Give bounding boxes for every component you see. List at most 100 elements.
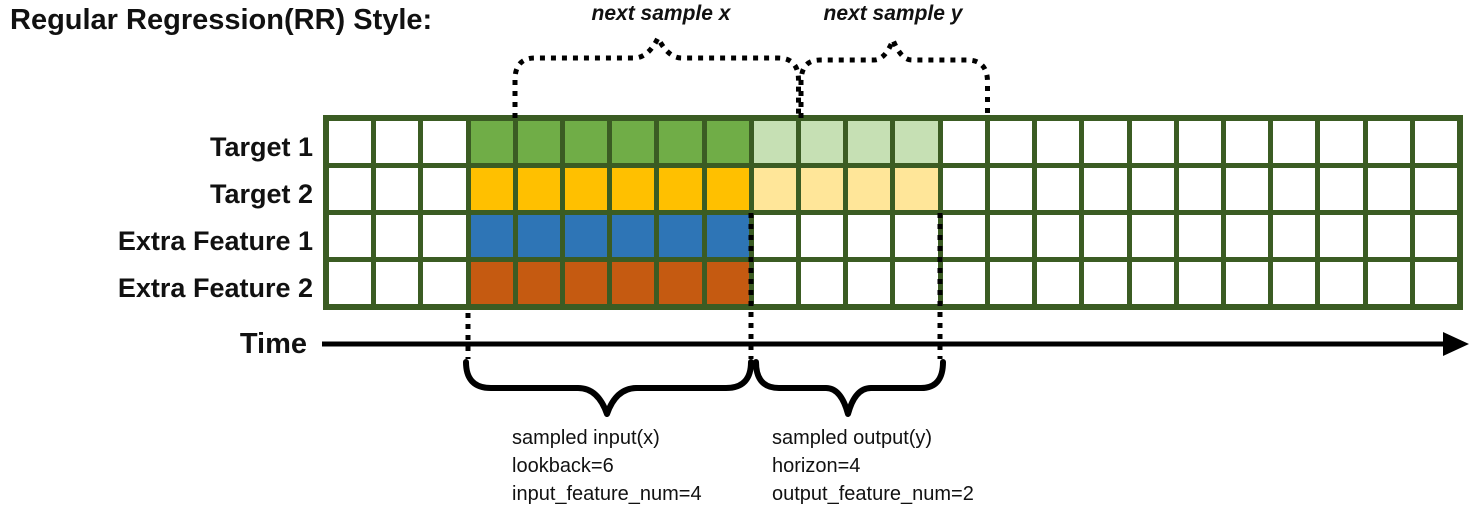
- time-arrowhead: [1443, 332, 1469, 356]
- grid-cell: [1131, 168, 1174, 210]
- row-label-extra-feature-1: Extra Feature 1: [117, 226, 313, 256]
- grid-cell: [659, 215, 702, 257]
- grid-cell: [376, 121, 419, 163]
- grid-cell: [1225, 262, 1269, 304]
- grid-cell: [895, 121, 938, 163]
- grid-cell: [376, 168, 419, 210]
- grid-cell: [1414, 121, 1457, 163]
- grid-cell: [848, 121, 891, 163]
- grid-cell: [1320, 262, 1363, 304]
- input-annotation-block: sampled input(x) lookback=6 input_featur…: [512, 424, 702, 508]
- grid-cell: [1273, 168, 1316, 210]
- grid-cell: [1273, 262, 1316, 304]
- time-axis-label: Time: [239, 328, 307, 360]
- horizon-label: horizon=4: [772, 455, 861, 477]
- grid-cell: [989, 215, 1033, 257]
- grid-cell: [612, 121, 655, 163]
- grid-cell: [423, 262, 466, 304]
- grid-cell: [1084, 215, 1127, 257]
- grid-cell: [659, 121, 702, 163]
- grid-cell: [612, 215, 655, 257]
- grid-cell: [706, 215, 749, 257]
- grid-cell: [1037, 262, 1080, 304]
- grid-cell: [801, 121, 844, 163]
- diagram-title: Regular Regression(RR) Style:: [10, 4, 433, 36]
- grid-cell: [989, 121, 1033, 163]
- grid-cell: [329, 168, 372, 210]
- grid-cell: [942, 262, 985, 304]
- grid-cell: [1084, 121, 1127, 163]
- grid-cell: [423, 168, 466, 210]
- output-annotation-block: sampled output(y) horizon=4 output_featu…: [772, 424, 974, 508]
- grid-cell: [517, 121, 561, 163]
- grid-cell: [1320, 121, 1363, 163]
- grid-cell: [753, 262, 797, 304]
- grid-cell: [1225, 121, 1269, 163]
- grid-cell: [1178, 262, 1221, 304]
- grid-cell: [895, 215, 938, 257]
- grid-cell: [753, 215, 797, 257]
- grid-cell: [376, 262, 419, 304]
- grid-cell: [989, 168, 1033, 210]
- grid-cell: [942, 121, 985, 163]
- sampled-input-label: sampled input(x): [512, 427, 660, 449]
- grid-cell: [1084, 262, 1127, 304]
- grid-cell: [470, 262, 513, 304]
- grid-cell: [470, 168, 513, 210]
- next-sample-x-label: next sample x: [591, 2, 731, 25]
- grid-cell: [1131, 215, 1174, 257]
- grid-cell: [801, 215, 844, 257]
- grid-cell: [1131, 262, 1174, 304]
- grid-cell: [1367, 262, 1410, 304]
- grid-cell: [1131, 121, 1174, 163]
- grid-cell: [706, 121, 749, 163]
- grid-cell: [1367, 168, 1410, 210]
- grid-cell: [1414, 168, 1457, 210]
- grid-cell: [942, 168, 985, 210]
- row-label-target-2: Target 2: [209, 179, 313, 209]
- grid-cell: [801, 168, 844, 210]
- grid-cell: [1414, 262, 1457, 304]
- grid-cell: [1225, 168, 1269, 210]
- grid-cell: [1037, 121, 1080, 163]
- grid-cell: [612, 262, 655, 304]
- grid-cell: [1178, 121, 1221, 163]
- next-sample-x-brace: [512, 32, 801, 118]
- grid-cell: [1178, 168, 1221, 210]
- grid-cell: [1367, 215, 1410, 257]
- grid-cell: [517, 168, 561, 210]
- grid-cell: [517, 215, 561, 257]
- next-sample-y-label: next sample y: [823, 2, 963, 25]
- row-label-target-1: Target 1: [209, 132, 313, 162]
- row-label-extra-feature-2: Extra Feature 2: [117, 273, 313, 303]
- grid-cell: [565, 168, 608, 210]
- grid-cell: [659, 262, 702, 304]
- output-region-brace: [753, 359, 946, 417]
- grid-cell: [1273, 121, 1316, 163]
- grid-cell: [848, 168, 891, 210]
- grid-cell: [423, 215, 466, 257]
- grid-cell: [848, 262, 891, 304]
- grid-cell: [470, 215, 513, 257]
- next-sample-y-brace: [798, 33, 990, 118]
- grid-cell: [1320, 168, 1363, 210]
- grid: [323, 115, 1463, 310]
- grid-cell: [1225, 215, 1269, 257]
- grid-cell: [942, 215, 985, 257]
- grid-cell: [1084, 168, 1127, 210]
- grid-cell: [706, 168, 749, 210]
- grid-cell: [329, 215, 372, 257]
- grid-cell: [517, 262, 561, 304]
- grid-cell: [895, 168, 938, 210]
- grid-cell: [565, 262, 608, 304]
- grid-cell: [1367, 121, 1410, 163]
- grid-cell: [612, 168, 655, 210]
- input-feature-num-label: input_feature_num=4: [512, 483, 702, 505]
- grid-cell: [1037, 215, 1080, 257]
- grid-cell: [329, 262, 372, 304]
- grid-cell: [1037, 168, 1080, 210]
- grid-cell: [1273, 215, 1316, 257]
- grid-cell: [706, 262, 749, 304]
- grid-cell: [1320, 215, 1363, 257]
